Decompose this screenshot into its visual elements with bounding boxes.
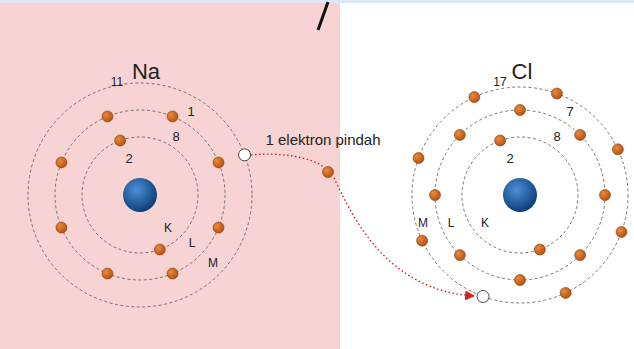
element-symbol: Na	[132, 61, 160, 83]
electron-shell	[55, 110, 225, 280]
shell-count: 2	[506, 152, 513, 165]
electron	[154, 244, 165, 255]
nucleus	[123, 178, 157, 212]
electron-shell	[82, 137, 198, 253]
electron	[534, 244, 545, 255]
atom	[412, 87, 628, 303]
electron-vacancy	[239, 149, 251, 161]
electron	[413, 153, 424, 164]
electron-vacancy	[477, 290, 489, 302]
shell-count: 8	[553, 130, 560, 143]
electron	[600, 190, 611, 201]
shell-name: M	[418, 217, 428, 229]
electron	[469, 92, 480, 103]
electron	[495, 135, 506, 146]
shell-count: 2	[125, 152, 132, 165]
electron	[115, 135, 126, 146]
shell-count: 7	[566, 105, 573, 118]
shell-name: M	[208, 257, 218, 269]
shell-name: K	[164, 222, 172, 234]
electron	[575, 250, 586, 261]
shell-name: L	[189, 237, 196, 249]
electron	[213, 222, 224, 233]
electron	[560, 287, 571, 298]
electron	[612, 144, 623, 155]
electron	[515, 105, 526, 116]
moving-electron	[323, 167, 334, 178]
slash-mark	[318, 2, 328, 30]
nucleus	[503, 178, 537, 212]
shell-count: 8	[172, 130, 179, 143]
electron	[213, 157, 224, 168]
top-strip	[0, 0, 634, 3]
electron	[515, 275, 526, 286]
electron-shell	[462, 137, 578, 253]
pink-panel	[0, 0, 340, 349]
shell-name: K	[481, 217, 489, 229]
atomic-number: 11	[111, 76, 123, 88]
electron-shell	[412, 87, 628, 303]
transfer-path	[251, 154, 324, 167]
electron	[454, 129, 465, 140]
transfer-arrow	[334, 178, 474, 296]
electron	[575, 129, 586, 140]
electron	[454, 250, 465, 261]
element-symbol: Cl	[512, 61, 533, 83]
atom	[28, 83, 252, 307]
electron	[417, 235, 428, 246]
electron	[551, 88, 562, 99]
electron	[167, 111, 178, 122]
electron-shell	[28, 83, 252, 307]
electron-shell	[435, 110, 605, 280]
electron	[56, 157, 67, 168]
atomic-number: 17	[493, 76, 506, 88]
electron	[167, 268, 178, 279]
electron	[56, 222, 67, 233]
electron	[102, 111, 113, 122]
electron	[616, 226, 627, 237]
electron	[102, 268, 113, 279]
electron	[430, 190, 441, 201]
shell-name: L	[448, 217, 455, 229]
transfer-note: 1 elektron pindah	[265, 132, 380, 147]
shell-count: 1	[187, 105, 194, 118]
